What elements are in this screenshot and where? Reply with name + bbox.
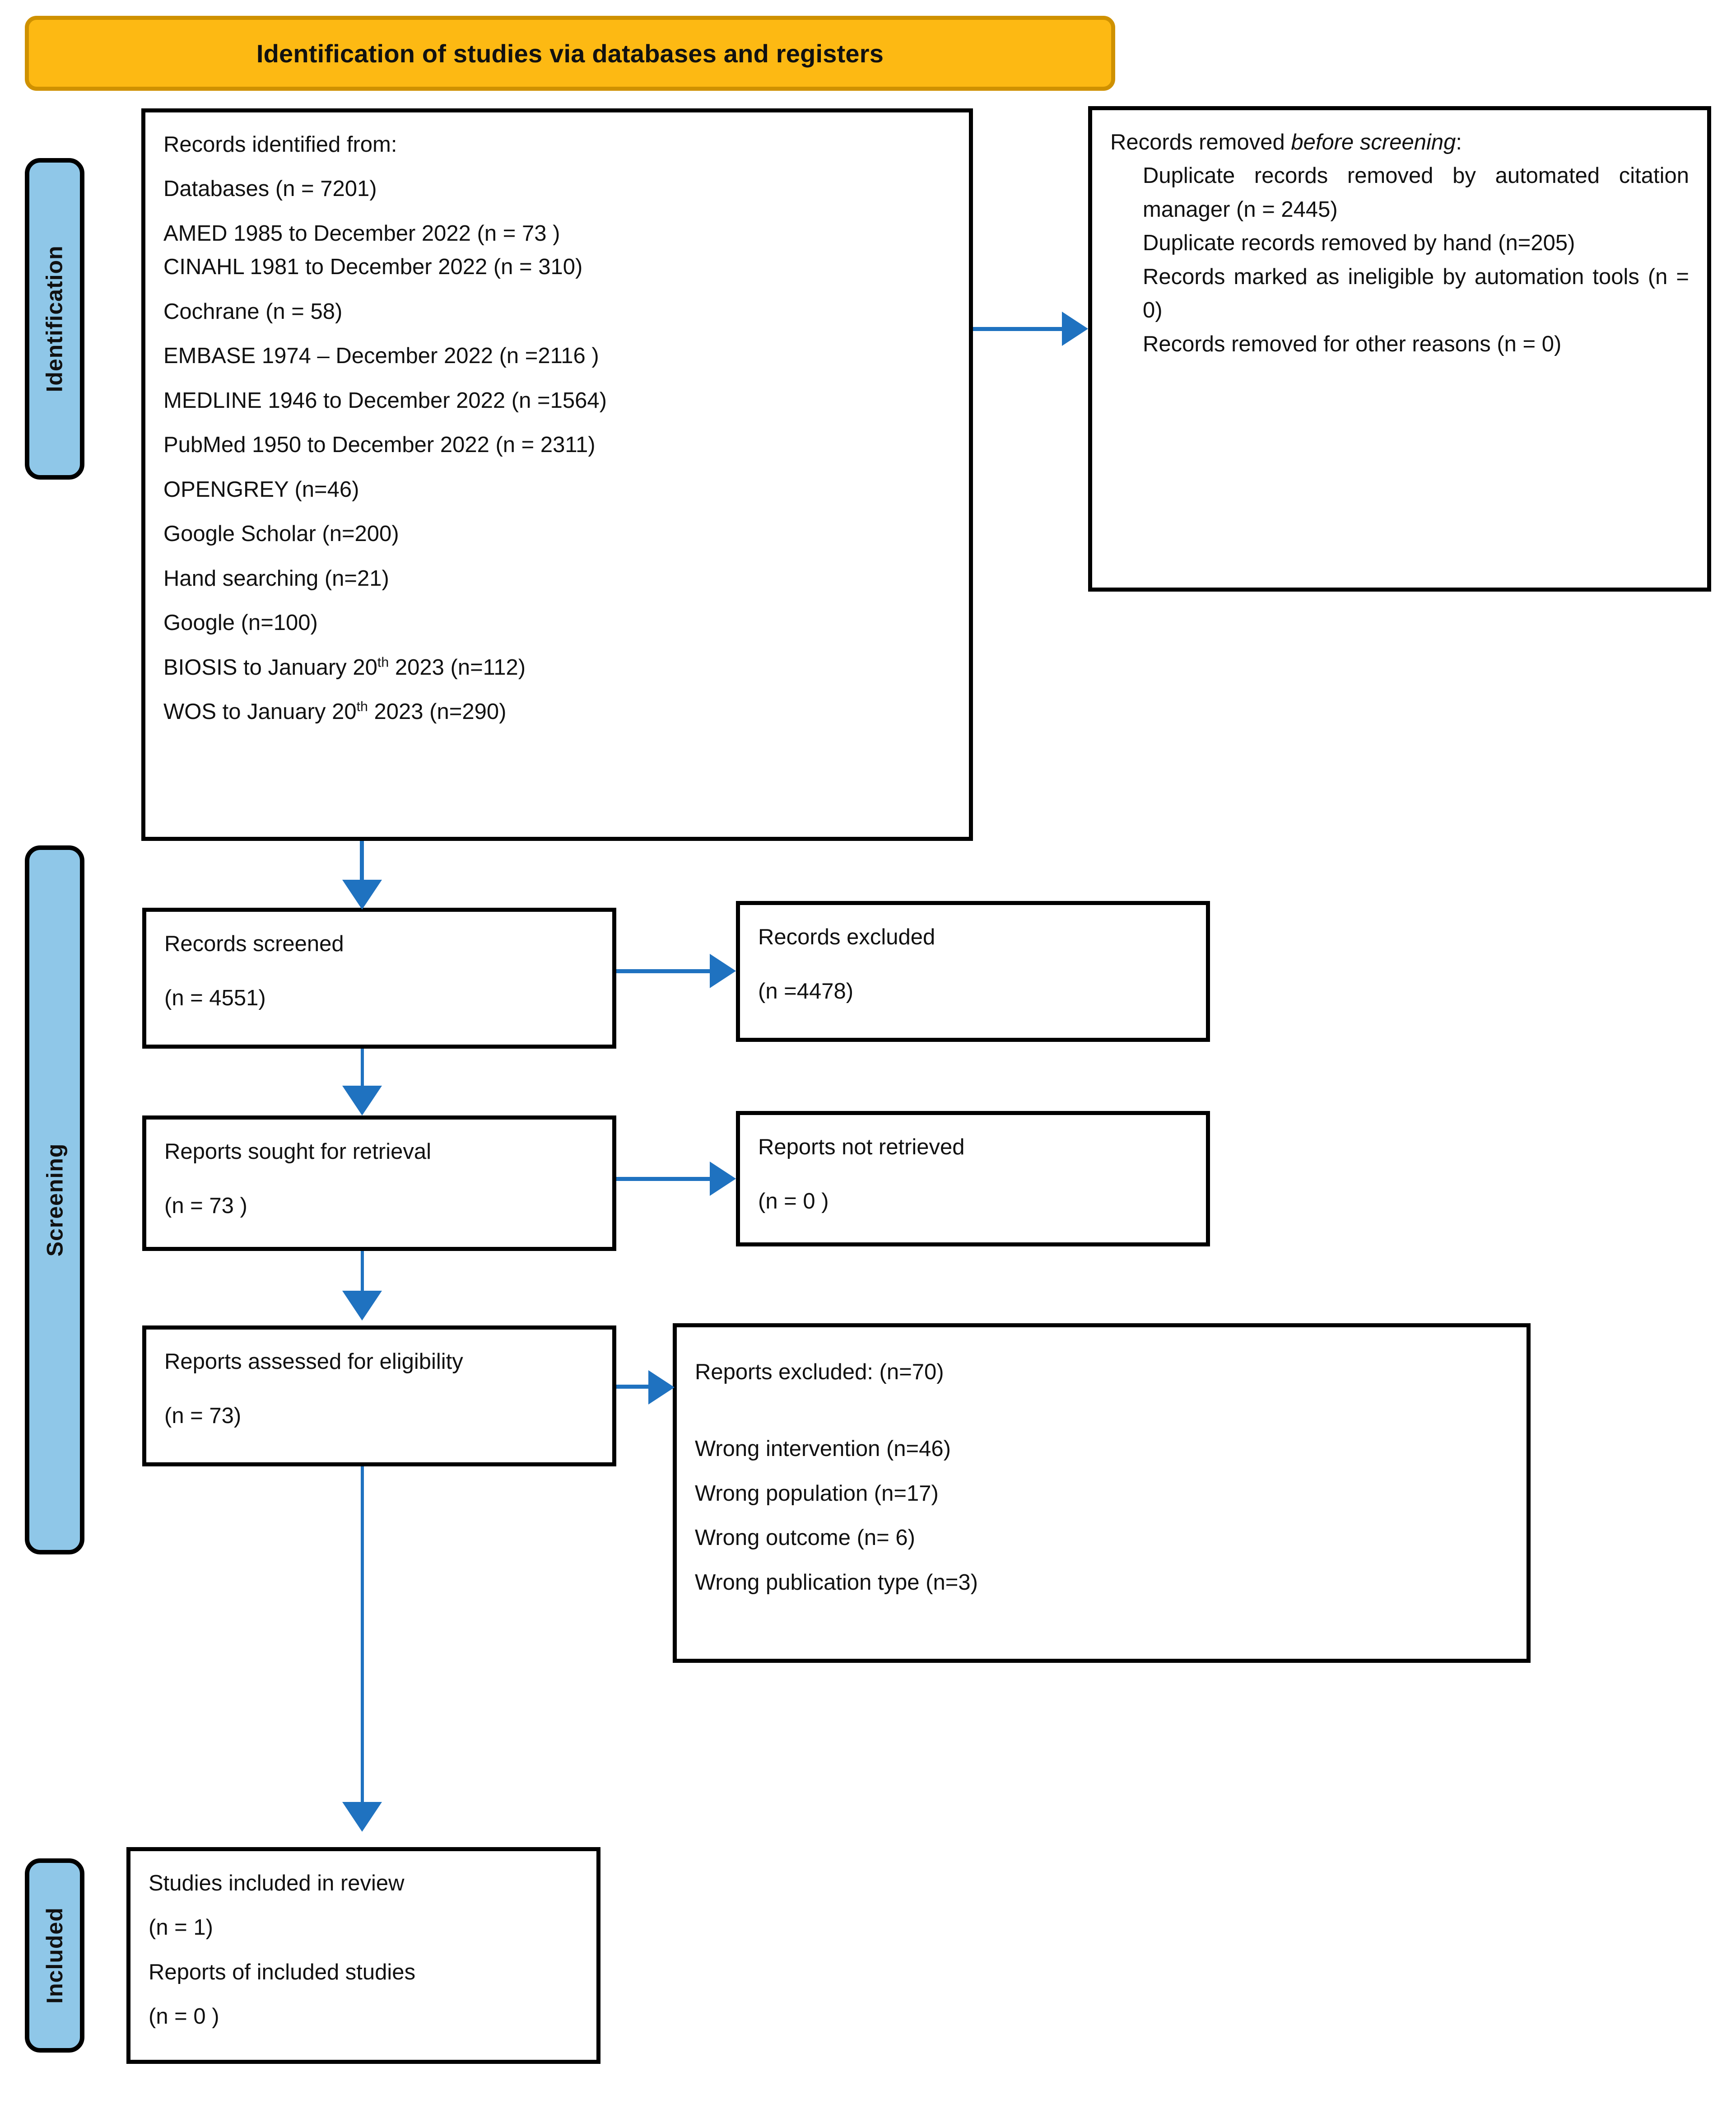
box-records-screened: Records screened (n = 4551) <box>142 908 616 1049</box>
box-records-excluded: Records excluded (n =4478) <box>736 901 1210 1042</box>
banner-title: Identification of studies via databases … <box>256 39 884 68</box>
records-identified-line: Cochrane (n = 58) <box>163 299 343 324</box>
records-identified-line-biosis: BIOSIS to January 20th 2023 (n=112) <box>163 654 526 680</box>
records-removed-item: Records removed for other reasons (n = 0… <box>1143 331 1562 356</box>
reports-assessed-label: Reports assessed for eligibility <box>164 1349 463 1374</box>
reports-excluded-heading: Reports excluded: (n=70) <box>695 1360 944 1384</box>
reports-not-retrieved-count: (n = 0 ) <box>758 1189 829 1214</box>
connector-assessed-to-included <box>361 1466 364 1804</box>
reports-excluded-reason: Wrong population (n=17) <box>695 1481 939 1506</box>
reports-excluded-reason: Wrong publication type (n=3) <box>695 1570 978 1595</box>
records-identified-line-wos: WOS to January 20th 2023 (n=290) <box>163 699 507 724</box>
records-identified-line: EMBASE 1974 – December 2022 (n =2116 ) <box>163 344 599 369</box>
reports-excluded-reason: Wrong intervention (n=46) <box>695 1437 951 1461</box>
connector-identified-to-removed <box>973 327 1063 331</box>
stage-label-included: Included <box>25 1858 84 2053</box>
connector-identified-to-screened <box>360 841 364 882</box>
connector-assessed-to-reports-excluded <box>616 1385 653 1389</box>
records-removed-heading: Records removed before screening: <box>1110 130 1462 154</box>
box-records-removed-before-screening: Records removed before screening: Duplic… <box>1088 106 1711 592</box>
arrow-identified-to-removed <box>1062 312 1088 346</box>
reports-excluded-reason: Wrong outcome (n= 6) <box>695 1526 915 1550</box>
records-identified-line: MEDLINE 1946 to December 2022 (n =1564) <box>163 388 607 413</box>
records-identified-line: Google Scholar (n=200) <box>163 522 399 546</box>
records-removed-item: Duplicate records removed by automated c… <box>1143 163 1689 222</box>
records-screened-label: Records screened <box>164 932 344 956</box>
records-removed-item: Records marked as ineligible by automati… <box>1143 264 1689 323</box>
stage-label-screening-text: Screening <box>42 1143 67 1257</box>
reports-of-included-studies-count: (n = 0 ) <box>149 2004 219 2029</box>
studies-included-count: (n = 1) <box>149 1915 213 1940</box>
connector-sought-to-assessed <box>361 1251 364 1293</box>
records-identified-line: Databases (n = 7201) <box>163 177 377 201</box>
reports-of-included-studies-label: Reports of included studies <box>149 1960 416 1984</box>
records-identified-line: AMED 1985 to December 2022 (n = 73 ) <box>163 221 560 246</box>
box-reports-sought-for-retrieval: Reports sought for retrieval (n = 73 ) <box>142 1115 616 1251</box>
arrow-sought-to-assessed <box>342 1291 382 1321</box>
records-identified-line: CINAHL 1981 to December 2022 (n = 310) <box>163 255 583 280</box>
arrow-identified-to-screened <box>342 880 382 910</box>
connector-screened-to-excluded <box>616 969 711 973</box>
records-identified-line: Hand searching (n=21) <box>163 566 389 591</box>
records-screened-count: (n = 4551) <box>164 986 266 1011</box>
reports-not-retrieved-label: Reports not retrieved <box>758 1135 965 1159</box>
box-reports-not-retrieved: Reports not retrieved (n = 0 ) <box>736 1111 1210 1246</box>
arrow-screened-to-excluded <box>710 954 736 988</box>
records-identified-heading: Records identified from: <box>163 132 397 157</box>
stage-label-screening: Screening <box>25 845 84 1554</box>
box-reports-assessed-for-eligibility: Reports assessed for eligibility (n = 73… <box>142 1325 616 1466</box>
arrow-screened-to-sought <box>342 1086 382 1115</box>
studies-included-label: Studies included in review <box>149 1871 405 1895</box>
reports-assessed-count: (n = 73) <box>164 1404 242 1428</box>
arrow-assessed-to-reports-excluded <box>648 1370 675 1405</box>
connector-screened-to-sought <box>361 1049 364 1087</box>
reports-sought-label: Reports sought for retrieval <box>164 1139 431 1164</box>
records-identified-line: Google (n=100) <box>163 611 318 635</box>
connector-sought-to-not-retrieved <box>616 1177 711 1181</box>
box-reports-excluded-reasons: Reports excluded: (n=70) Wrong intervent… <box>673 1323 1531 1663</box>
records-identified-line: OPENGREY (n=46) <box>163 477 359 502</box>
records-excluded-label: Records excluded <box>758 925 935 949</box>
stage-label-included-text: Included <box>42 1907 68 2004</box>
arrow-assessed-to-included <box>342 1802 382 1832</box>
records-identified-line: PubMed 1950 to December 2022 (n = 2311) <box>163 433 596 457</box>
identification-banner: Identification of studies via databases … <box>25 16 1115 91</box>
stage-label-identification: Identification <box>25 158 84 480</box>
reports-sought-count: (n = 73 ) <box>164 1194 247 1218</box>
stage-label-identification-text: Identification <box>42 245 68 392</box>
records-excluded-count: (n =4478) <box>758 979 854 1004</box>
arrow-sought-to-not-retrieved <box>710 1162 736 1196</box>
records-removed-item: Duplicate records removed by hand (n=205… <box>1143 231 1575 256</box>
box-records-identified: Records identified from: Databases (n = … <box>141 108 973 841</box>
box-studies-included: Studies included in review (n = 1) Repor… <box>126 1847 600 2064</box>
